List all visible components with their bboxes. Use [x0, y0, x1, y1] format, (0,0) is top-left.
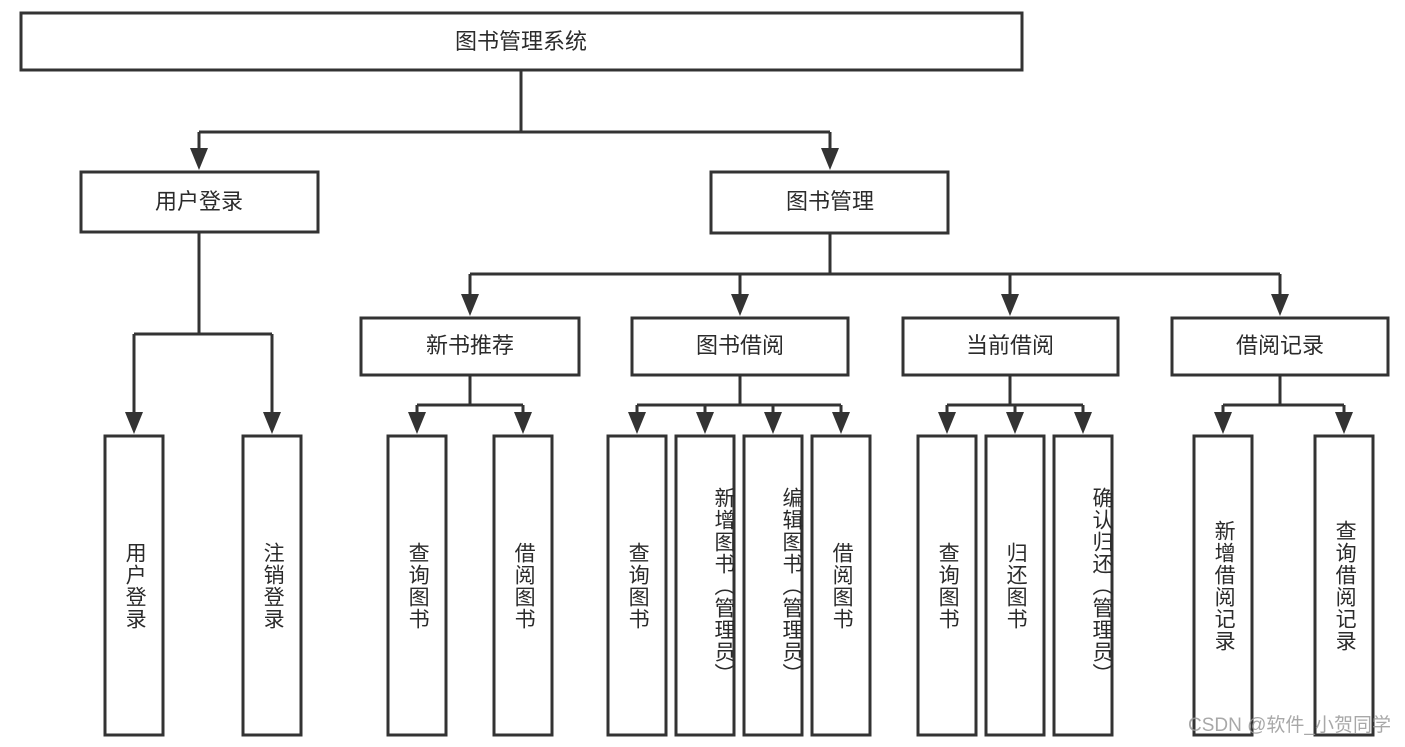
node-leaf-user-login-box[interactable]: [103, 434, 165, 737]
watermark-text: CSDN @软件_小贺同学: [1188, 715, 1391, 736]
arrow-head-new-book-recommend: [461, 294, 479, 316]
arrow-head-leaf-query-book-2: [628, 412, 646, 434]
node-leaf-add-book-box[interactable]: [674, 434, 736, 737]
connector-group-book-manage: [461, 233, 1289, 316]
arrow-head-leaf-user-logout: [263, 412, 281, 434]
node-new-book-recommend[interactable]: 新书推荐: [359, 316, 581, 377]
arrow-head-leaf-query-record: [1335, 412, 1353, 434]
arrow-head-leaf-return-book: [1006, 412, 1024, 434]
node-borrow-record-box[interactable]: [1170, 316, 1390, 377]
arrow-head-leaf-borrow-book-2: [832, 412, 850, 434]
node-user-login[interactable]: 用户登录: [79, 170, 320, 234]
node-leaf-user-logout-box[interactable]: [241, 434, 303, 737]
arrow-head-leaf-borrow-book-1: [514, 412, 532, 434]
node-leaf-query-book-3-box[interactable]: [916, 434, 978, 737]
node-book-manage-label: 图书管理: [786, 189, 874, 214]
node-leaf-query-book-2-box[interactable]: [606, 434, 668, 737]
node-current-borrow-label: 当前借阅: [966, 333, 1054, 358]
arrow-head-current-borrow: [1001, 294, 1019, 316]
node-book-manage[interactable]: 图书管理: [709, 170, 950, 235]
arrow-head-book-borrow: [731, 294, 749, 316]
node-leaf-query-record-box[interactable]: [1313, 434, 1375, 737]
arrow-head-leaf-edit-book: [764, 412, 782, 434]
node-user-login-box[interactable]: [79, 170, 320, 234]
connector-group-current-borrow: [938, 375, 1092, 434]
arrow-head-leaf-confirm-return: [1074, 412, 1092, 434]
node-root[interactable]: 图书管理系统: [19, 11, 1024, 72]
arrow-head-leaf-add-book: [696, 412, 714, 434]
arrow-head-leaf-user-login: [125, 412, 143, 434]
node-root-label: 图书管理系统: [455, 29, 587, 54]
node-current-borrow-box[interactable]: [901, 316, 1120, 377]
node-current-borrow[interactable]: 当前借阅: [901, 316, 1120, 377]
arrow-head-leaf-query-book-3: [938, 412, 956, 434]
node-leaf-add-record-box[interactable]: [1192, 434, 1254, 737]
arrow-head-borrow-record: [1271, 294, 1289, 316]
node-new-book-recommend-box[interactable]: [359, 316, 581, 377]
arrow-head-leaf-add-record: [1214, 412, 1232, 434]
node-book-borrow-box[interactable]: [630, 316, 850, 377]
connector-group-root: [190, 70, 839, 170]
node-leaf-borrow-book-2-box[interactable]: [810, 434, 872, 737]
connector-group-borrow-record: [1214, 375, 1353, 434]
node-leaf-query-book-1-box[interactable]: [386, 434, 448, 737]
leaf-boxes: [103, 434, 1375, 737]
node-leaf-confirm-return-box[interactable]: [1052, 434, 1114, 737]
node-leaf-edit-book-box[interactable]: [742, 434, 804, 737]
node-book-borrow[interactable]: 图书借阅: [630, 316, 850, 377]
connector-group-book-borrow: [628, 375, 850, 434]
node-root-box[interactable]: [19, 11, 1024, 72]
node-borrow-record-label: 借阅记录: [1236, 333, 1324, 358]
connector-group-user-login: [125, 232, 281, 434]
arrow-head-leaf-query-book-1: [408, 412, 426, 434]
node-book-manage-box[interactable]: [709, 170, 950, 235]
node-leaf-borrow-book-1-box[interactable]: [492, 434, 554, 737]
node-book-borrow-label: 图书借阅: [696, 333, 784, 358]
node-borrow-record[interactable]: 借阅记录: [1170, 316, 1390, 377]
connector-group-new-book-recommend: [408, 375, 532, 434]
arrow-head-book-manage: [821, 148, 839, 170]
arrow-head-user-login: [190, 148, 208, 170]
node-user-login-label: 用户登录: [155, 189, 243, 214]
node-leaf-return-book-box[interactable]: [984, 434, 1046, 737]
node-new-book-recommend-label: 新书推荐: [426, 333, 514, 358]
